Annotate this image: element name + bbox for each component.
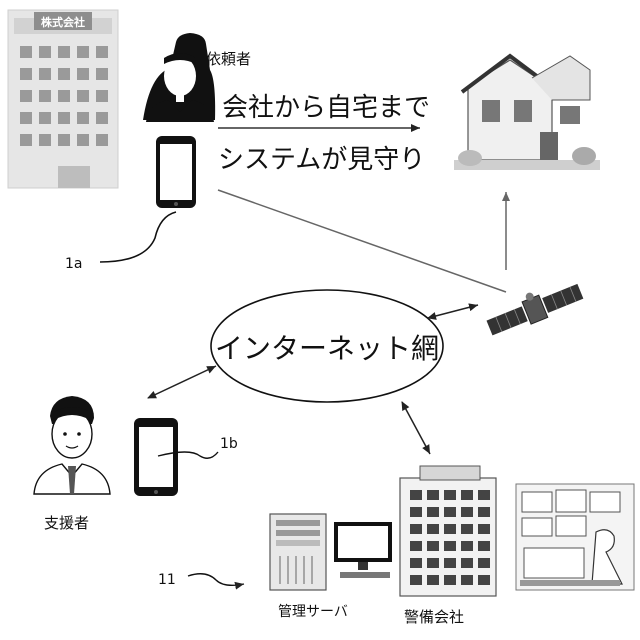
- server-tower-icon: [270, 514, 326, 590]
- tower-window: [478, 541, 490, 551]
- tower-window: [444, 490, 456, 500]
- control-room-icon: [516, 484, 634, 590]
- headline-line1: 会社から自宅まで: [222, 93, 430, 123]
- office-window: [20, 112, 32, 124]
- office-window: [39, 68, 51, 80]
- supporter-phone-icon: [134, 418, 178, 496]
- office-window: [20, 134, 32, 146]
- office-window: [20, 90, 32, 102]
- tower-window: [427, 490, 439, 500]
- office-window: [77, 90, 89, 102]
- tower-window: [478, 507, 490, 517]
- company-sign-text: 株式会社: [41, 15, 85, 29]
- tower-window: [410, 541, 422, 551]
- tower-window: [410, 524, 422, 534]
- tower-window: [444, 507, 456, 517]
- tower-window: [461, 541, 473, 551]
- office-window: [58, 90, 70, 102]
- office-window: [58, 112, 70, 124]
- tower-window: [478, 524, 490, 534]
- tower-window: [427, 541, 439, 551]
- internet-supporter-arrow: [148, 366, 216, 398]
- tower-window: [461, 524, 473, 534]
- ref-1b-label: 1b: [220, 436, 238, 452]
- internet-label: インターネット網: [215, 332, 439, 365]
- office-window: [39, 134, 51, 146]
- tower-window: [444, 541, 456, 551]
- tower-window: [444, 524, 456, 534]
- requester-label: 依頼者: [206, 50, 251, 68]
- office-window: [20, 46, 32, 58]
- tower-window: [478, 575, 490, 585]
- tower-window: [410, 507, 422, 517]
- desktop-monitor-icon: [334, 522, 392, 578]
- tower-window: [427, 575, 439, 585]
- requester-phone-icon: [156, 136, 196, 208]
- internet-security-arrow: [402, 402, 430, 454]
- office-window: [96, 112, 108, 124]
- office-window: [77, 112, 89, 124]
- man-avatar-icon: [34, 396, 110, 494]
- tower-window: [461, 558, 473, 568]
- ref-1a-leader: [100, 212, 176, 262]
- tower-window: [444, 575, 456, 585]
- office-window: [39, 112, 51, 124]
- office-window: [77, 68, 89, 80]
- ref-1a-label: 1a: [65, 256, 83, 272]
- office-window: [39, 46, 51, 58]
- tower-window: [410, 490, 422, 500]
- office-window: [58, 68, 70, 80]
- headline-line2: システムが見守り: [218, 145, 425, 175]
- tower-window: [478, 490, 490, 500]
- high-rise-building-icon: [400, 466, 496, 596]
- server-label: 管理サーバ: [278, 604, 348, 620]
- tower-window: [410, 575, 422, 585]
- office-window: [96, 68, 108, 80]
- tower-window: [427, 524, 439, 534]
- woman-avatar-icon: [143, 33, 215, 122]
- tower-window: [427, 558, 439, 568]
- house-icon: [454, 56, 600, 170]
- satellite-icon: [483, 275, 585, 340]
- tower-window: [461, 490, 473, 500]
- ref-11-leader: [188, 574, 244, 586]
- office-building-icon: [8, 10, 118, 188]
- office-window: [96, 134, 108, 146]
- company-sign: 株式会社: [34, 12, 92, 30]
- requester-to-satellite-line: [218, 190, 506, 292]
- tower-window: [478, 558, 490, 568]
- security-company-label: 警備会社: [404, 608, 464, 626]
- office-window: [39, 90, 51, 102]
- office-window: [20, 68, 32, 80]
- tower-window: [410, 558, 422, 568]
- ref-11-label: 11: [158, 572, 176, 588]
- tower-window: [427, 507, 439, 517]
- supporter-label: 支援者: [44, 514, 89, 532]
- internet-satellite-arrow: [428, 305, 478, 318]
- office-window: [58, 134, 70, 146]
- tower-window: [444, 558, 456, 568]
- office-window: [77, 134, 89, 146]
- office-window: [77, 46, 89, 58]
- office-window: [58, 46, 70, 58]
- tower-window: [461, 575, 473, 585]
- tower-window: [461, 507, 473, 517]
- office-window: [96, 46, 108, 58]
- office-window: [96, 90, 108, 102]
